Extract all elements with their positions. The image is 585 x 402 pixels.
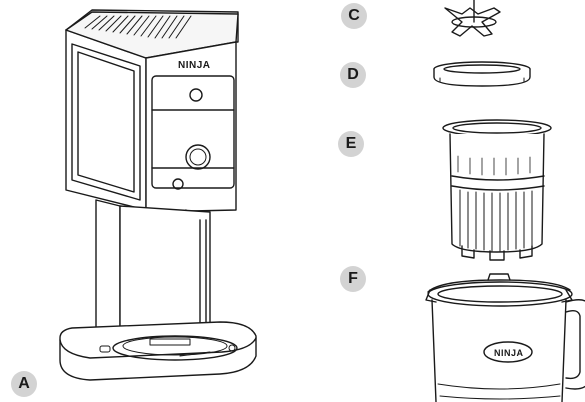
callout-c: C	[341, 3, 367, 29]
callout-e: E	[338, 131, 364, 157]
part-c-blade-assembly	[445, 0, 500, 36]
machine-illustration: NINJA	[60, 10, 256, 380]
part-e-filter-basket	[443, 120, 551, 260]
part-d-lid-ring	[434, 62, 530, 86]
machine-logo: NINJA	[178, 60, 211, 71]
callout-d: D	[340, 62, 366, 88]
pitcher-logo: NINJA	[494, 348, 524, 358]
callout-f: F	[340, 266, 366, 292]
callout-a: A	[11, 371, 37, 397]
part-f-pitcher: NINJA	[426, 274, 585, 402]
